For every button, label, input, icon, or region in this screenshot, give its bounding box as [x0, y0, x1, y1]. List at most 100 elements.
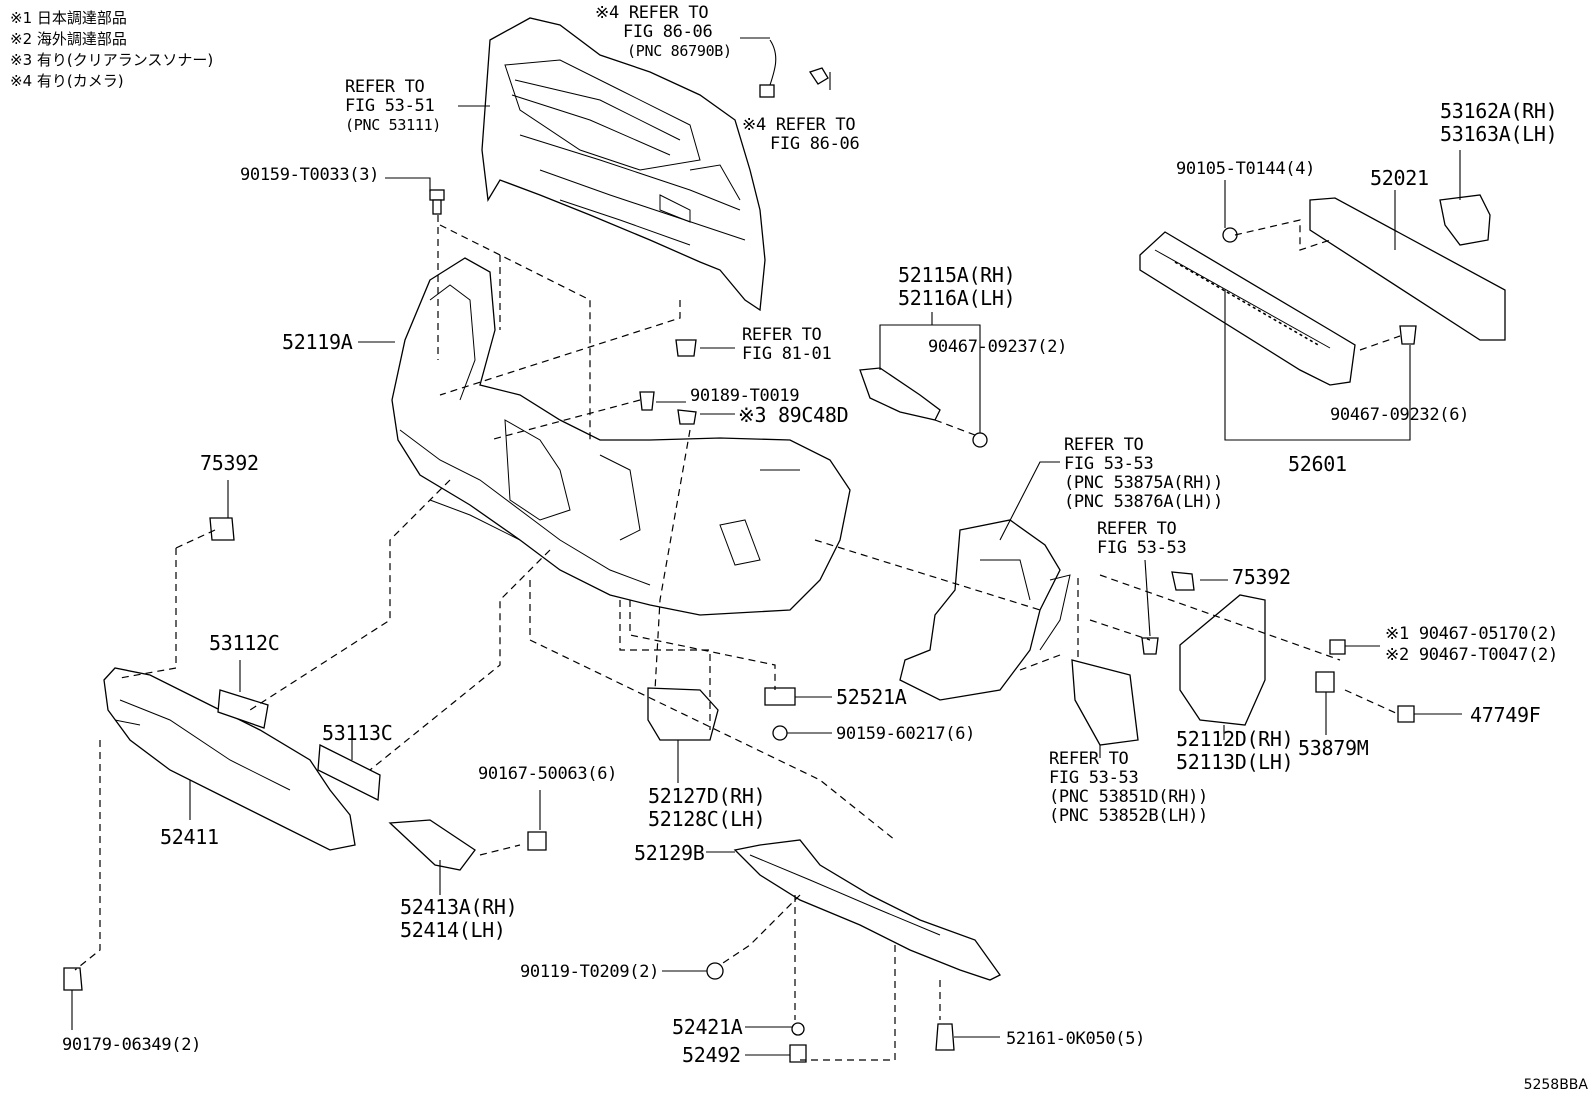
sensor-86790b — [759, 39, 777, 98]
clip-47749f — [1397, 705, 1415, 723]
clip-75392-right — [1171, 571, 1195, 591]
notes-list: ※1 日本調達部品 ※2 海外調達部品 ※3 有り(クリアランスソナー) ※4 … — [10, 8, 213, 92]
label-90467-t0047: ※2 90467-T0047(2) — [1385, 645, 1558, 665]
ref-53-53-a-line3: (PNC 53875A(RH)) — [1064, 473, 1223, 493]
label-53879m: 53879M — [1298, 736, 1369, 760]
label-53112c: 53112C — [209, 631, 280, 655]
label-52521a: 52521A — [836, 685, 907, 709]
label-ref-53-51: REFER TO FIG 53-51 (PNC 53111) — [345, 78, 441, 135]
note-1: ※1 日本調達部品 — [10, 9, 127, 27]
clip-90467-09232 — [1399, 325, 1417, 345]
label-52413a: 52413A(RH) 52414(LH) — [400, 895, 518, 942]
fastener-90159-t0033 — [429, 189, 445, 215]
part-52112d: 52112D(RH) — [1176, 727, 1294, 751]
note-4: ※4 有り(カメラ) — [10, 72, 124, 90]
bolt-90119-t0209 — [706, 962, 724, 980]
bolt-90105-t0144 — [1222, 227, 1238, 243]
ref-53-53-b-line2: FIG 53-53 — [1097, 538, 1187, 558]
retainer-53879m — [1315, 671, 1335, 693]
bracket-53112c — [217, 689, 269, 729]
bracket-52115a — [859, 367, 941, 421]
radiator-grille — [481, 17, 766, 312]
label-ref-53-53-a: REFER TO FIG 53-53 (PNC 53875A(RH)) (PNC… — [1064, 436, 1223, 512]
label-90189-t0019: 90189-T0019 — [690, 386, 800, 406]
label-47749f: 47749F — [1470, 703, 1541, 727]
sensor-bracket-89c48d — [677, 409, 697, 425]
screw-ref-53-53 — [1141, 637, 1159, 655]
bumper-cover — [391, 257, 851, 616]
clip-52521a — [764, 687, 796, 706]
leader-lines — [71, 37, 1462, 1056]
ref-53-53-c-line1: REFER TO — [1049, 749, 1129, 769]
bolt-90467-09237 — [972, 432, 988, 448]
ref-53-51-line1: REFER TO — [345, 77, 425, 97]
label-75392-right: 75392 — [1232, 565, 1291, 589]
clip-top-right — [808, 67, 829, 85]
clip-81-01 — [675, 339, 697, 357]
note-3: ※3 有り(クリアランスソナー) — [10, 51, 214, 69]
ref-53-53-c-line3: (PNC 53851D(RH)) — [1049, 787, 1208, 807]
fender-liner — [899, 519, 1071, 701]
ref-86-06-top-line2: FIG 86-06 — [623, 22, 713, 42]
cover-52413a — [388, 819, 476, 871]
ref-53-51-line3: (PNC 53111) — [345, 116, 442, 134]
reinforcement-52601 — [1139, 231, 1356, 386]
clip-90189-t0019 — [639, 391, 655, 411]
ref-86-06-right-line1: ※4 REFER TO — [742, 115, 856, 135]
part-53162a: 53162A(RH) — [1440, 99, 1558, 123]
label-ref-53-53-c: REFER TO FIG 53-53 (PNC 53851D(RH)) (PNC… — [1049, 750, 1208, 826]
ref-86-06-right-line2: FIG 86-06 — [770, 134, 860, 154]
ref-53-53-a-line1: REFER TO — [1064, 435, 1144, 455]
label-90467-09232: 90467-09232(6) — [1330, 405, 1470, 425]
part-52115a: 52115A(RH) — [898, 263, 1016, 287]
label-90167-50063: 90167-50063(6) — [478, 764, 618, 784]
clip-52161-0k050 — [935, 1023, 955, 1051]
absorber-52411 — [103, 667, 356, 851]
ref-86-06-top-line1: ※4 REFER TO — [595, 3, 709, 23]
ref-53-53-c-line2: FIG 53-53 — [1049, 768, 1139, 788]
label-90467-09237: 90467-09237(2) — [928, 337, 1068, 357]
label-52127d: 52127D(RH) 52128C(LH) — [648, 784, 766, 831]
screw-90167-50063 — [527, 831, 547, 851]
ref-86-06-top-line3: (PNC 86790B) — [627, 42, 732, 60]
part-52414: 52414(LH) — [400, 918, 506, 942]
bracket-52021 — [1309, 197, 1506, 341]
ref-53-51-line2: FIG 53-51 — [345, 96, 435, 116]
label-52112d: 52112D(RH) 52113D(LH) — [1176, 727, 1294, 774]
label-53162a: 53162A(RH) 53163A(LH) — [1440, 99, 1558, 146]
underguard-52129b — [733, 839, 1001, 981]
bracket-53162a — [1439, 194, 1491, 246]
part-52113d: 52113D(LH) — [1176, 750, 1294, 774]
bolt-52492 — [789, 1044, 807, 1063]
label-52129b: 52129B — [634, 841, 705, 865]
part-52127d: 52127D(RH) — [648, 784, 766, 808]
ref-53-53-c-line4: (PNC 53852B(LH)) — [1049, 806, 1208, 826]
part-52128c: 52128C(LH) — [648, 807, 766, 831]
label-52601: 52601 — [1288, 452, 1347, 476]
label-75392-left: 75392 — [200, 451, 259, 475]
ref-53-53-a-line4: (PNC 53876A(LH)) — [1064, 492, 1223, 512]
label-52119a: 52119A — [282, 330, 353, 354]
bolt-90159-60217 — [772, 725, 788, 741]
clip-75392-left — [209, 517, 235, 541]
ref-81-01-line1: REFER TO — [742, 325, 822, 345]
ref-53-53-a-line2: FIG 53-53 — [1064, 454, 1154, 474]
label-52421a: 52421A — [672, 1015, 743, 1039]
clip-90179-06349 — [63, 967, 83, 991]
part-52413a: 52413A(RH) — [400, 895, 518, 919]
label-90179-06349: 90179-06349(2) — [62, 1035, 202, 1055]
nut-52421a — [791, 1022, 805, 1036]
note-2: ※2 海外調達部品 — [10, 30, 127, 48]
label-89c48d: ※3 89C48D — [738, 403, 849, 427]
ref-81-01-line2: FIG 81-01 — [742, 344, 832, 364]
mudflap-ref — [1071, 659, 1139, 746]
label-52161-0k050: 52161-0K050(5) — [1006, 1029, 1146, 1049]
label-52492: 52492 — [682, 1043, 741, 1067]
label-90159-t0033: 90159-T0033(3) — [240, 165, 380, 185]
label-53113c: 53113C — [322, 721, 393, 745]
label-90119-t0209: 90119-T0209(2) — [520, 962, 660, 982]
nut-90467-05170 — [1329, 639, 1346, 655]
ref-53-53-b-line1: REFER TO — [1097, 519, 1177, 539]
label-52021: 52021 — [1370, 166, 1429, 190]
